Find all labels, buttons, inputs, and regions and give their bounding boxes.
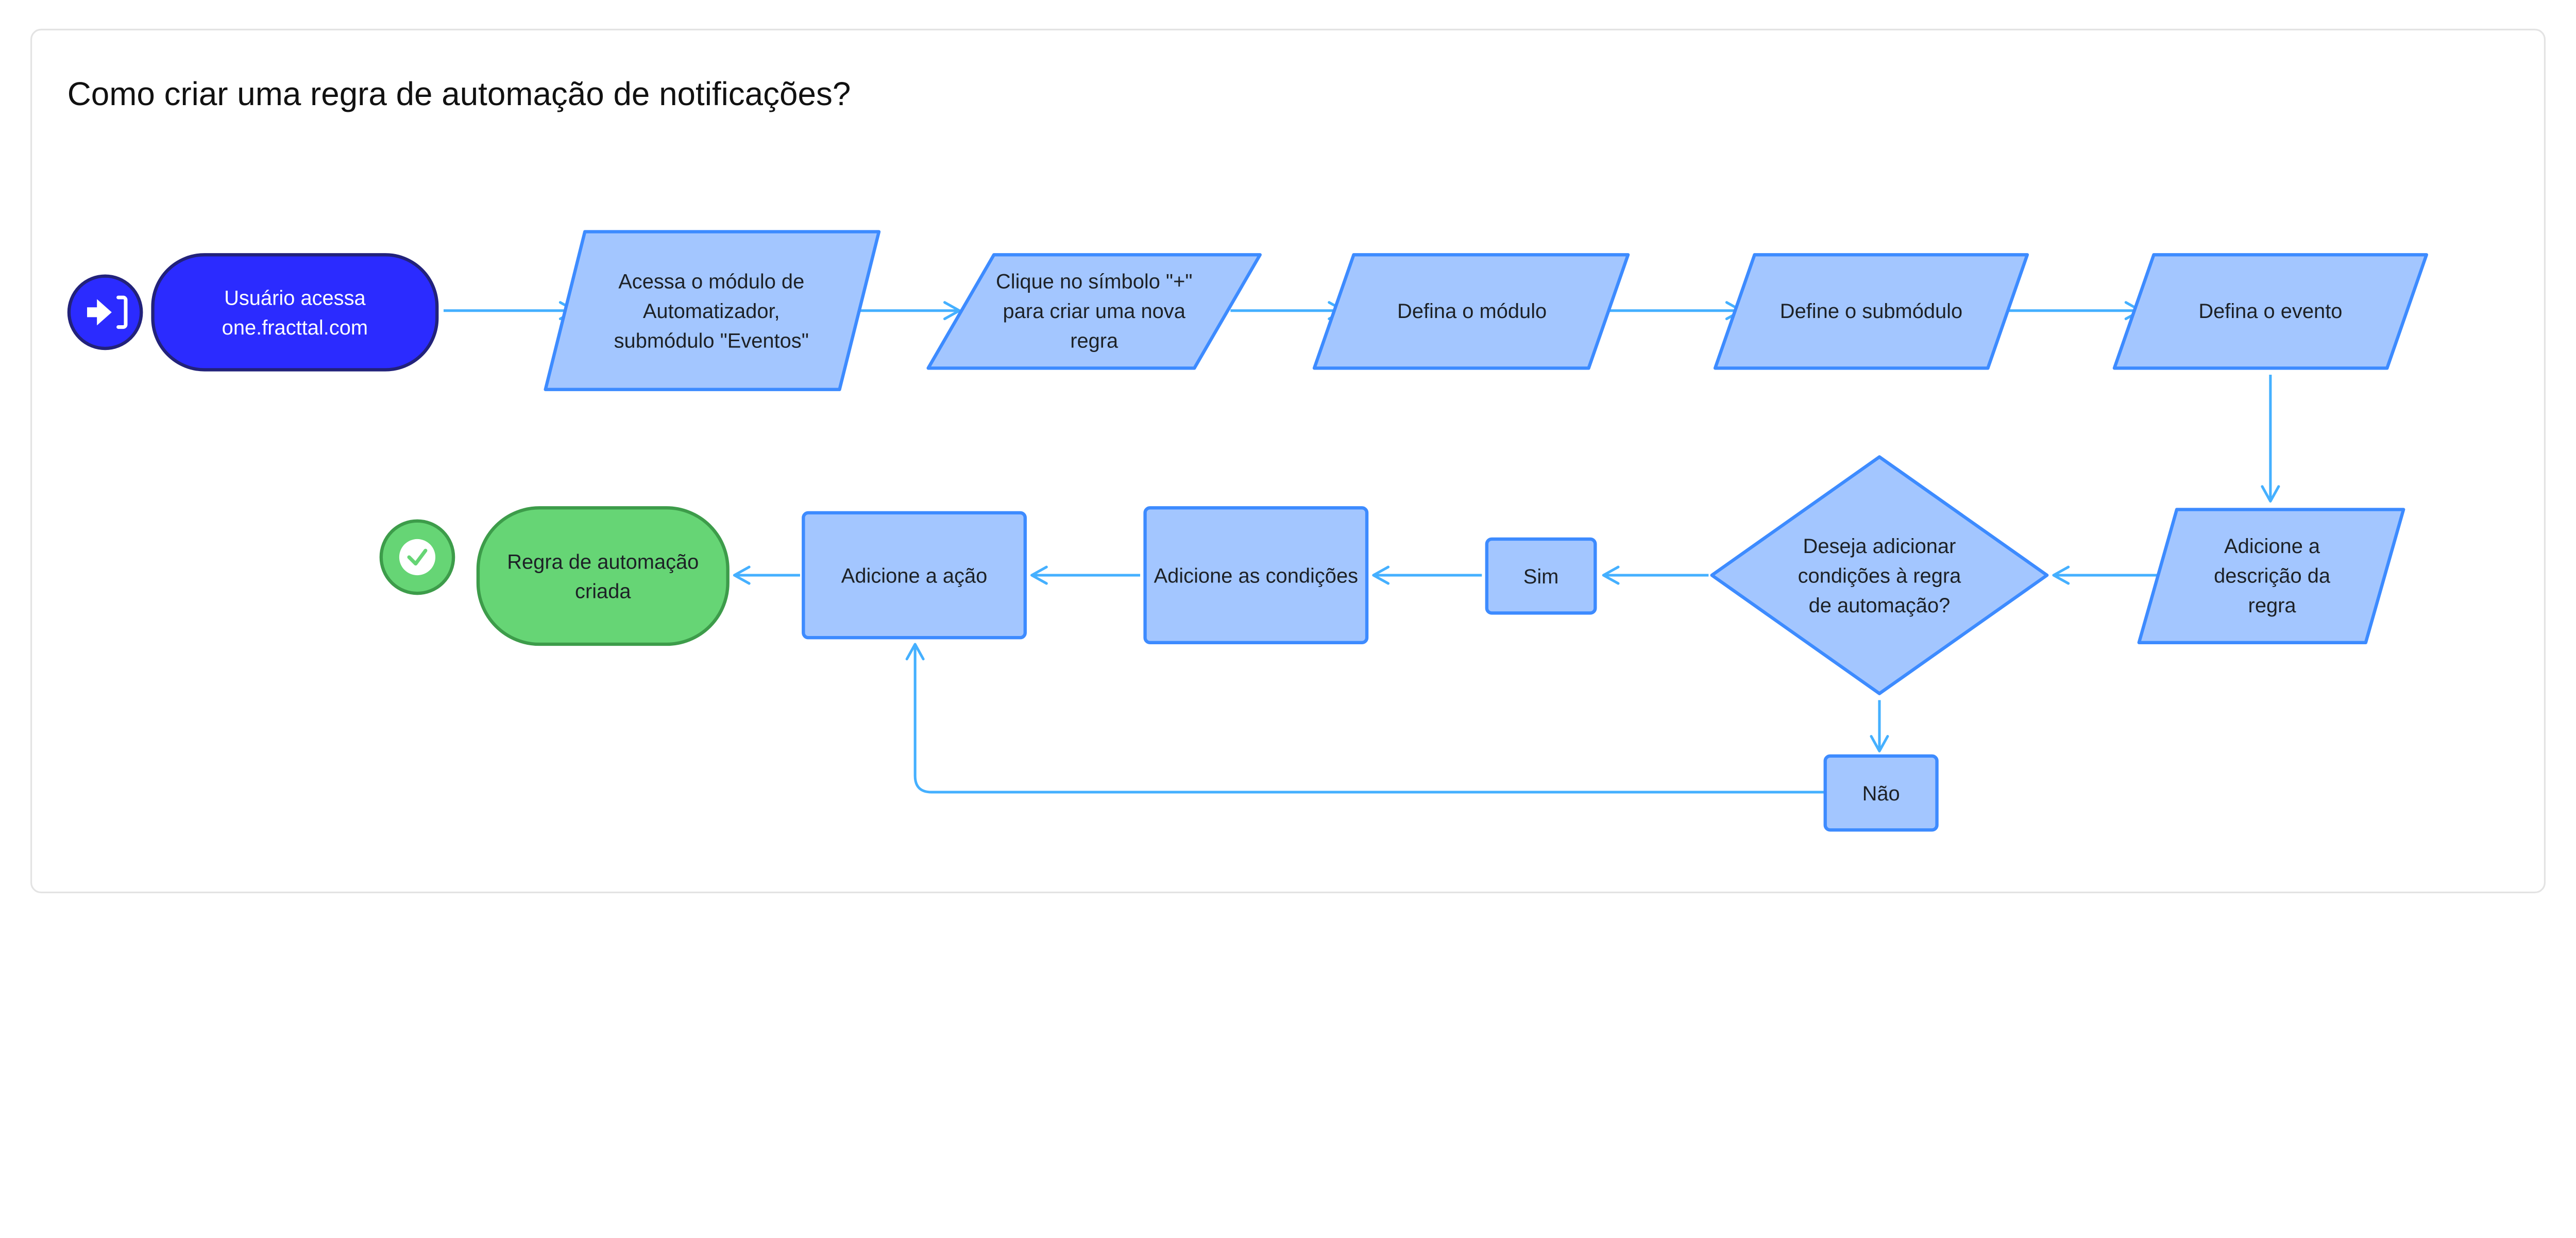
node-label-line: descrição da xyxy=(2214,564,2331,587)
node-label-line: Clique no símbolo "+" xyxy=(996,271,1193,293)
login-arrow-icon xyxy=(67,274,143,350)
check-circle-icon xyxy=(379,519,455,595)
node-add-conditions[interactable]: Adicione as condições xyxy=(1143,506,1369,644)
node-label-line: Regra de automação xyxy=(507,550,699,573)
process-shape xyxy=(1823,754,1939,832)
node-label-line: Defina o evento xyxy=(2198,300,2342,323)
node-label: Adicione as condições xyxy=(1154,564,1358,587)
node-label-line: Deseja adicionar xyxy=(1803,535,1956,558)
node-define-event[interactable]: Defina o evento xyxy=(2112,253,2428,370)
node-label: Deseja adicionar condições à regra de auto… xyxy=(1798,535,1962,617)
io-shape xyxy=(1312,253,1630,370)
node-label-line: condições à regra xyxy=(1798,564,1962,587)
node-label-line: Usuário acessa xyxy=(224,287,366,310)
node-click-plus[interactable]: Clique no símbolo "+" para criar uma nova… xyxy=(926,253,1262,370)
node-label: Clique no símbolo "+" para criar uma nova… xyxy=(996,271,1193,353)
node-label-line: regra xyxy=(1070,329,1118,352)
io-shape xyxy=(926,253,1262,370)
io-shape xyxy=(1713,253,2029,370)
node-label: Regra de automação criada xyxy=(507,550,699,603)
node-label-line: Define o submódulo xyxy=(1780,300,1962,323)
flowchart: Como criar uma regra de automação de not… xyxy=(30,28,2546,894)
node-add-action[interactable]: Adicione a ação xyxy=(802,511,1027,640)
node-label-line: Adicione as condições xyxy=(1154,564,1358,587)
node-label-line: Defina o módulo xyxy=(1397,300,1547,323)
node-label: Adicione a ação xyxy=(841,564,988,587)
node-label-line: one.fracttal.com xyxy=(222,316,368,339)
node-label-line: Não xyxy=(1862,782,1900,805)
io-shape xyxy=(2137,508,2405,644)
node-label-line: Automatizador, xyxy=(643,300,780,323)
io-shape xyxy=(544,230,881,391)
terminal-shape xyxy=(151,253,439,372)
node-decision[interactable]: Deseja adicionar condições à regra de auto… xyxy=(1710,455,2049,695)
diagram-title: Como criar uma regra de automação de not… xyxy=(67,75,851,112)
terminal-shape xyxy=(476,506,730,646)
node-define-submodule[interactable]: Define o submódulo xyxy=(1713,253,2029,370)
node-label-line: regra xyxy=(2248,594,2297,617)
process-shape xyxy=(802,511,1027,640)
node-label: Usuário acessa one.fracttal.com xyxy=(222,287,368,339)
node-yes[interactable]: Sim xyxy=(1485,537,1597,615)
node-no[interactable]: Não xyxy=(1823,754,1939,832)
node-label: Não xyxy=(1862,782,1900,805)
node-add-description[interactable]: Adicione a descrição da regra xyxy=(2137,508,2405,644)
node-define-module[interactable]: Defina o módulo xyxy=(1312,253,1630,370)
node-label-line: para criar uma nova xyxy=(1003,300,1186,323)
node-access-module[interactable]: Acessa o módulo de Automatizador, submódul… xyxy=(544,230,881,391)
node-label-line: Adicione a ação xyxy=(841,564,988,587)
node-label-line: Acessa o módulo de xyxy=(618,271,804,293)
node-label: Defina o módulo xyxy=(1397,300,1547,323)
node-label: Sim xyxy=(1523,565,1559,588)
node-label: Defina o evento xyxy=(2198,300,2342,323)
node-label-line: de automação? xyxy=(1809,594,1951,617)
process-shape xyxy=(1485,537,1597,615)
node-label: Define o submódulo xyxy=(1780,300,1962,323)
edge-no-to-action xyxy=(905,643,1824,794)
io-shape xyxy=(2112,253,2428,370)
node-label: Acessa o módulo de Automatizador, submódul… xyxy=(614,271,809,353)
node-label-line: submódulo "Eventos" xyxy=(614,329,809,352)
node-label-line: Sim xyxy=(1523,565,1559,588)
node-start[interactable]: Usuário acessa one.fracttal.com xyxy=(151,253,439,372)
node-label-line: Adicione a xyxy=(2224,535,2320,558)
node-label: Adicione a descrição da regra xyxy=(2214,535,2331,617)
decision-shape xyxy=(1710,455,2049,695)
diagram-card xyxy=(30,28,2546,894)
node-label-line: criada xyxy=(575,580,631,603)
node-end[interactable]: Regra de automação criada xyxy=(476,506,730,646)
process-shape xyxy=(1143,506,1369,644)
